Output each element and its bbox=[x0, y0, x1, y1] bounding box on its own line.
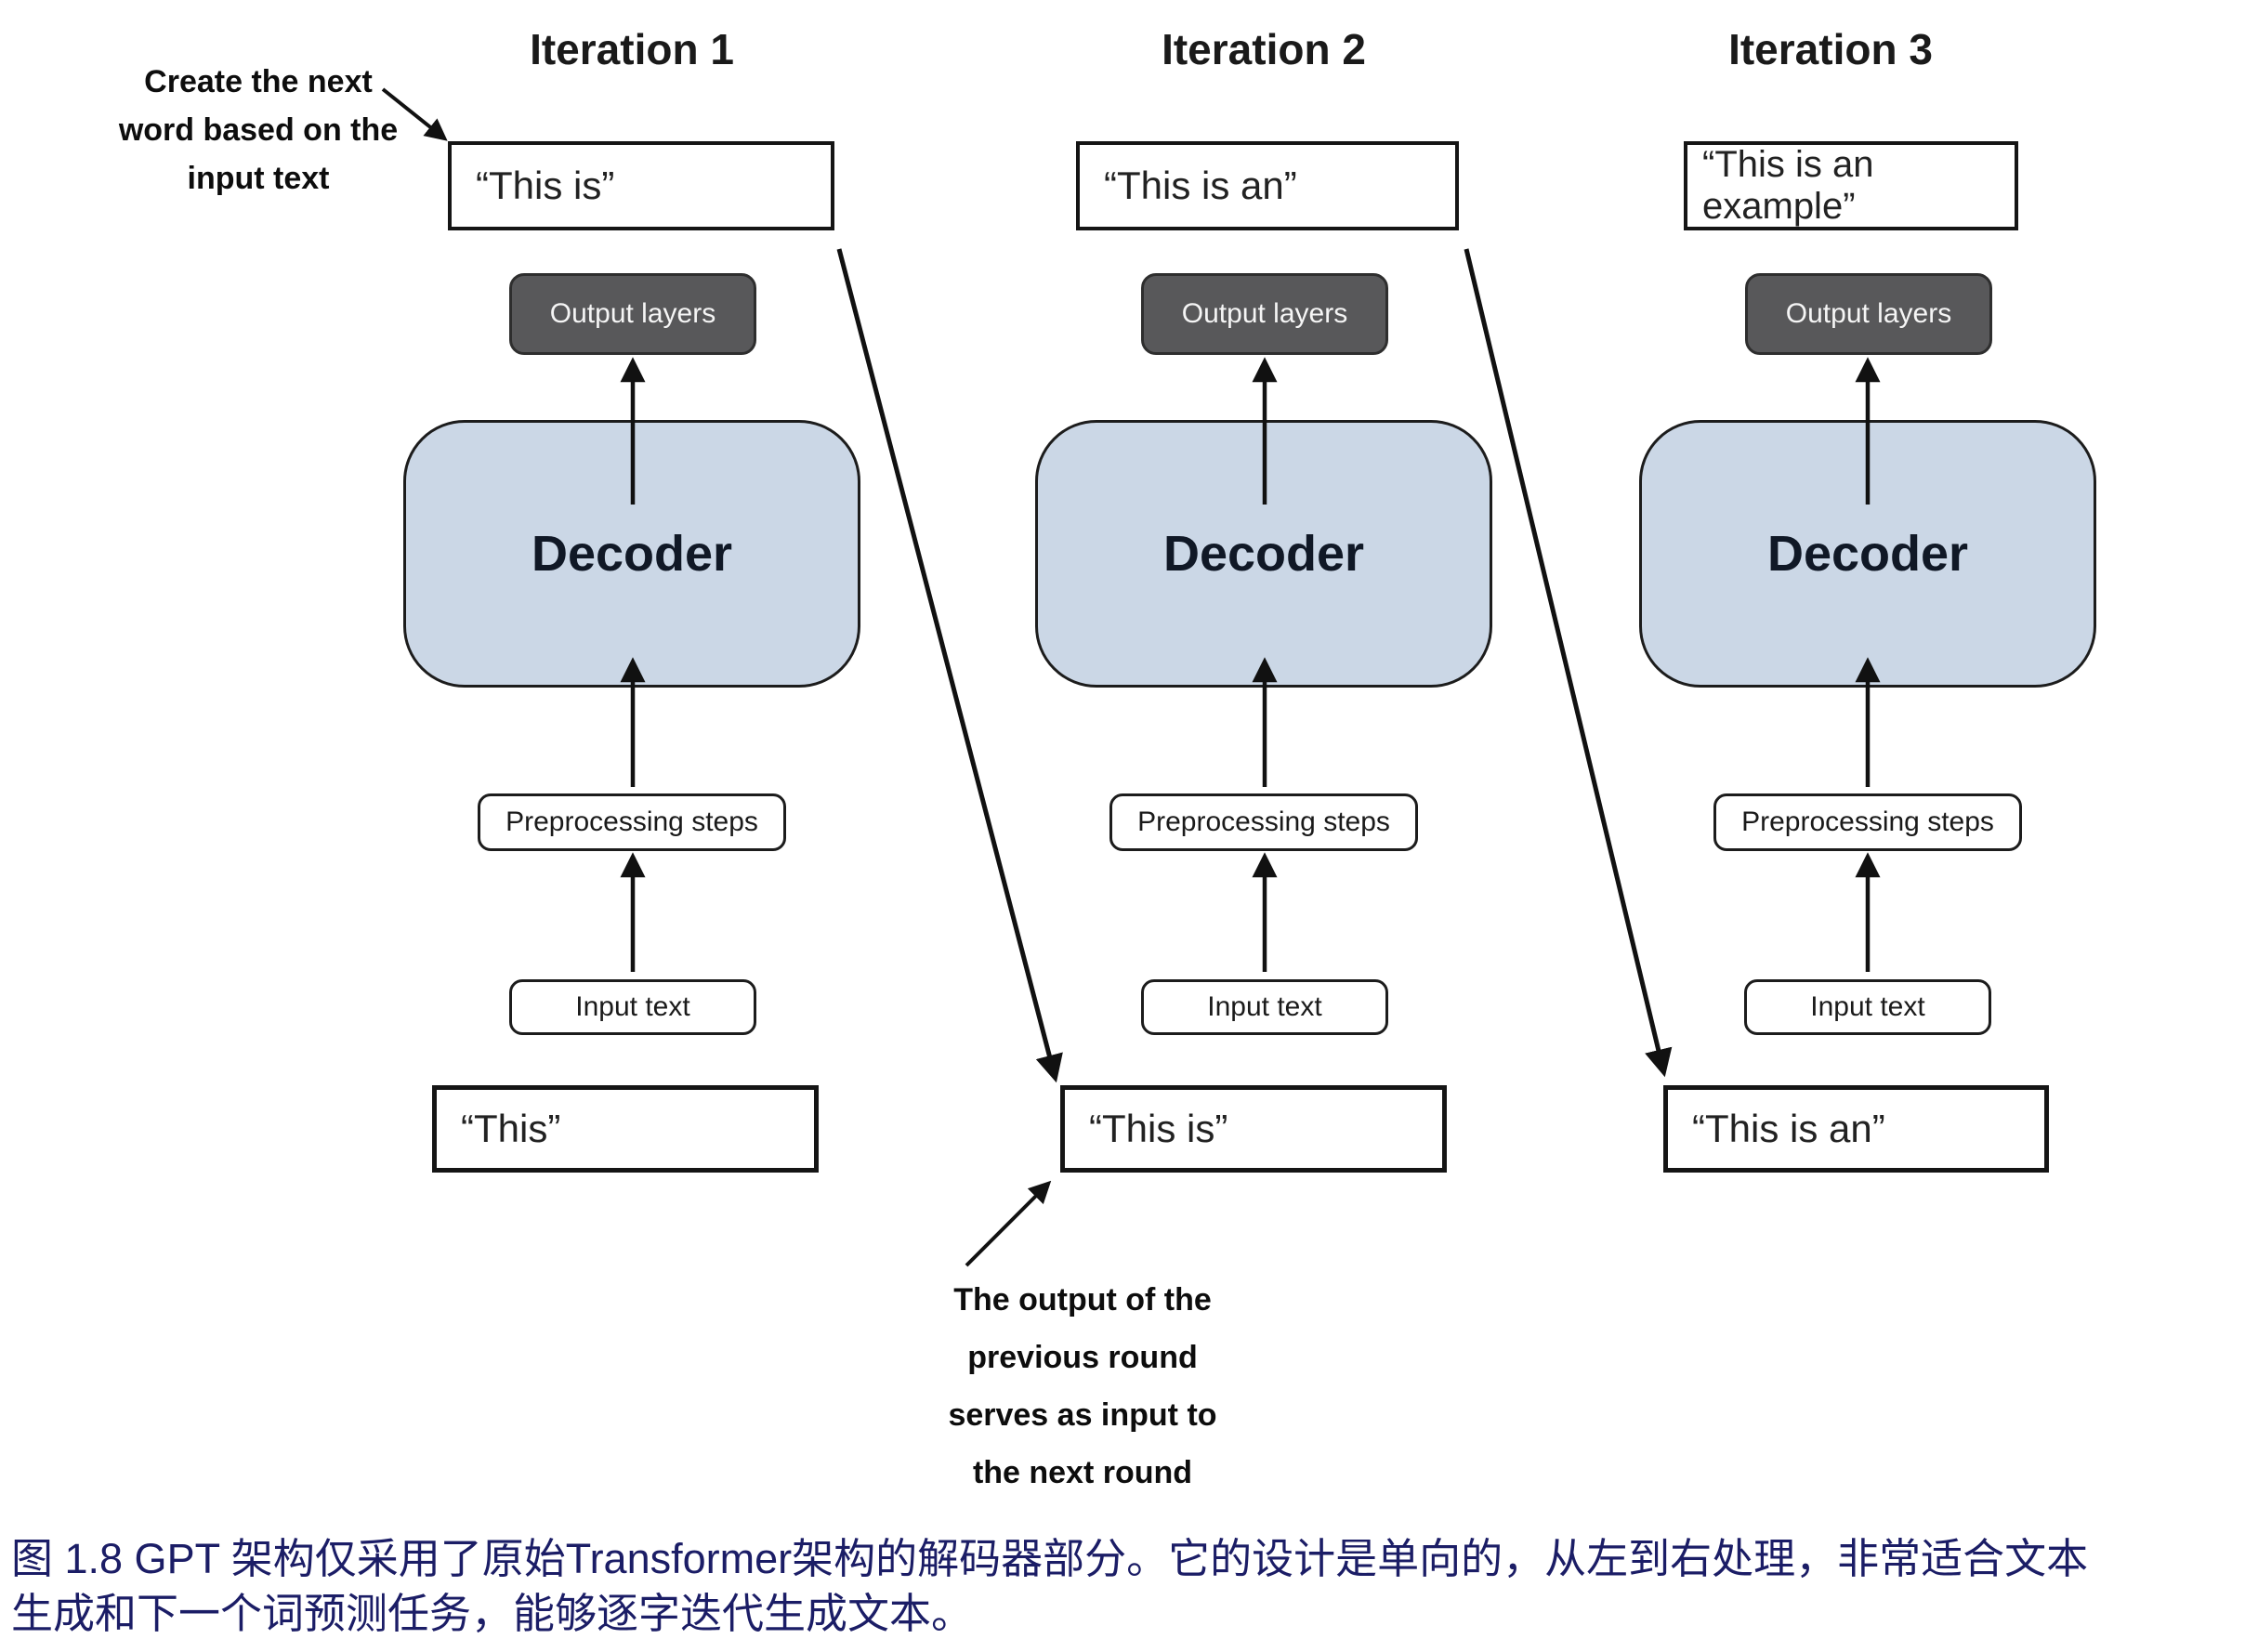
iteration3-input-text-box: Input text bbox=[1744, 979, 1991, 1035]
iteration1-preprocessing-box: Preprocessing steps bbox=[478, 793, 786, 851]
iteration1-input-text-box: Input text bbox=[509, 979, 756, 1035]
iteration3-preprocessing-box: Preprocessing steps bbox=[1713, 793, 2022, 851]
arrow-output1-to-input2 bbox=[836, 248, 1063, 1083]
arrow-output2-to-input3 bbox=[1464, 248, 1673, 1078]
iteration1-input-string-box: “This” bbox=[432, 1085, 819, 1173]
iteration2-input-text-box: Input text bbox=[1141, 979, 1388, 1035]
iteration2-output-layers-box: Output layers bbox=[1141, 273, 1388, 355]
iteration2-output-text-box: “This is an” bbox=[1076, 141, 1459, 230]
iteration3-output-layers-box: Output layers bbox=[1745, 273, 1992, 355]
iteration3-title: Iteration 3 bbox=[1728, 25, 1933, 73]
iteration2-decoder-box: Decoder bbox=[1035, 420, 1492, 688]
annotation-output-previous-round: The output of the previous round serves … bbox=[948, 1282, 1217, 1490]
iteration1-title: Iteration 1 bbox=[530, 25, 734, 73]
iteration3-input-string-box: “This is an” bbox=[1663, 1085, 2049, 1173]
annotation-create-next-word: Create the next word based on the input … bbox=[118, 64, 399, 196]
iteration3-decoder-box: Decoder bbox=[1639, 420, 2096, 688]
iteration2-preprocessing-box: Preprocessing steps bbox=[1109, 793, 1418, 851]
iteration1-output-layers-box: Output layers bbox=[509, 273, 756, 355]
iteration3-output-text-box: “This is an example” bbox=[1684, 141, 2018, 230]
iteration2-input-string-box: “This is” bbox=[1060, 1085, 1447, 1173]
figure-caption: 图 1.8 GPT 架构仅采用了原始Transformer架构的解码器部分。它的… bbox=[11, 1535, 2089, 1637]
arrow-annotation-output-previous-round bbox=[965, 1180, 1052, 1267]
iteration2-title: Iteration 2 bbox=[1162, 25, 1366, 73]
iteration1-decoder-box: Decoder bbox=[403, 420, 860, 688]
iteration1-output-text-box: “This is” bbox=[448, 141, 834, 230]
